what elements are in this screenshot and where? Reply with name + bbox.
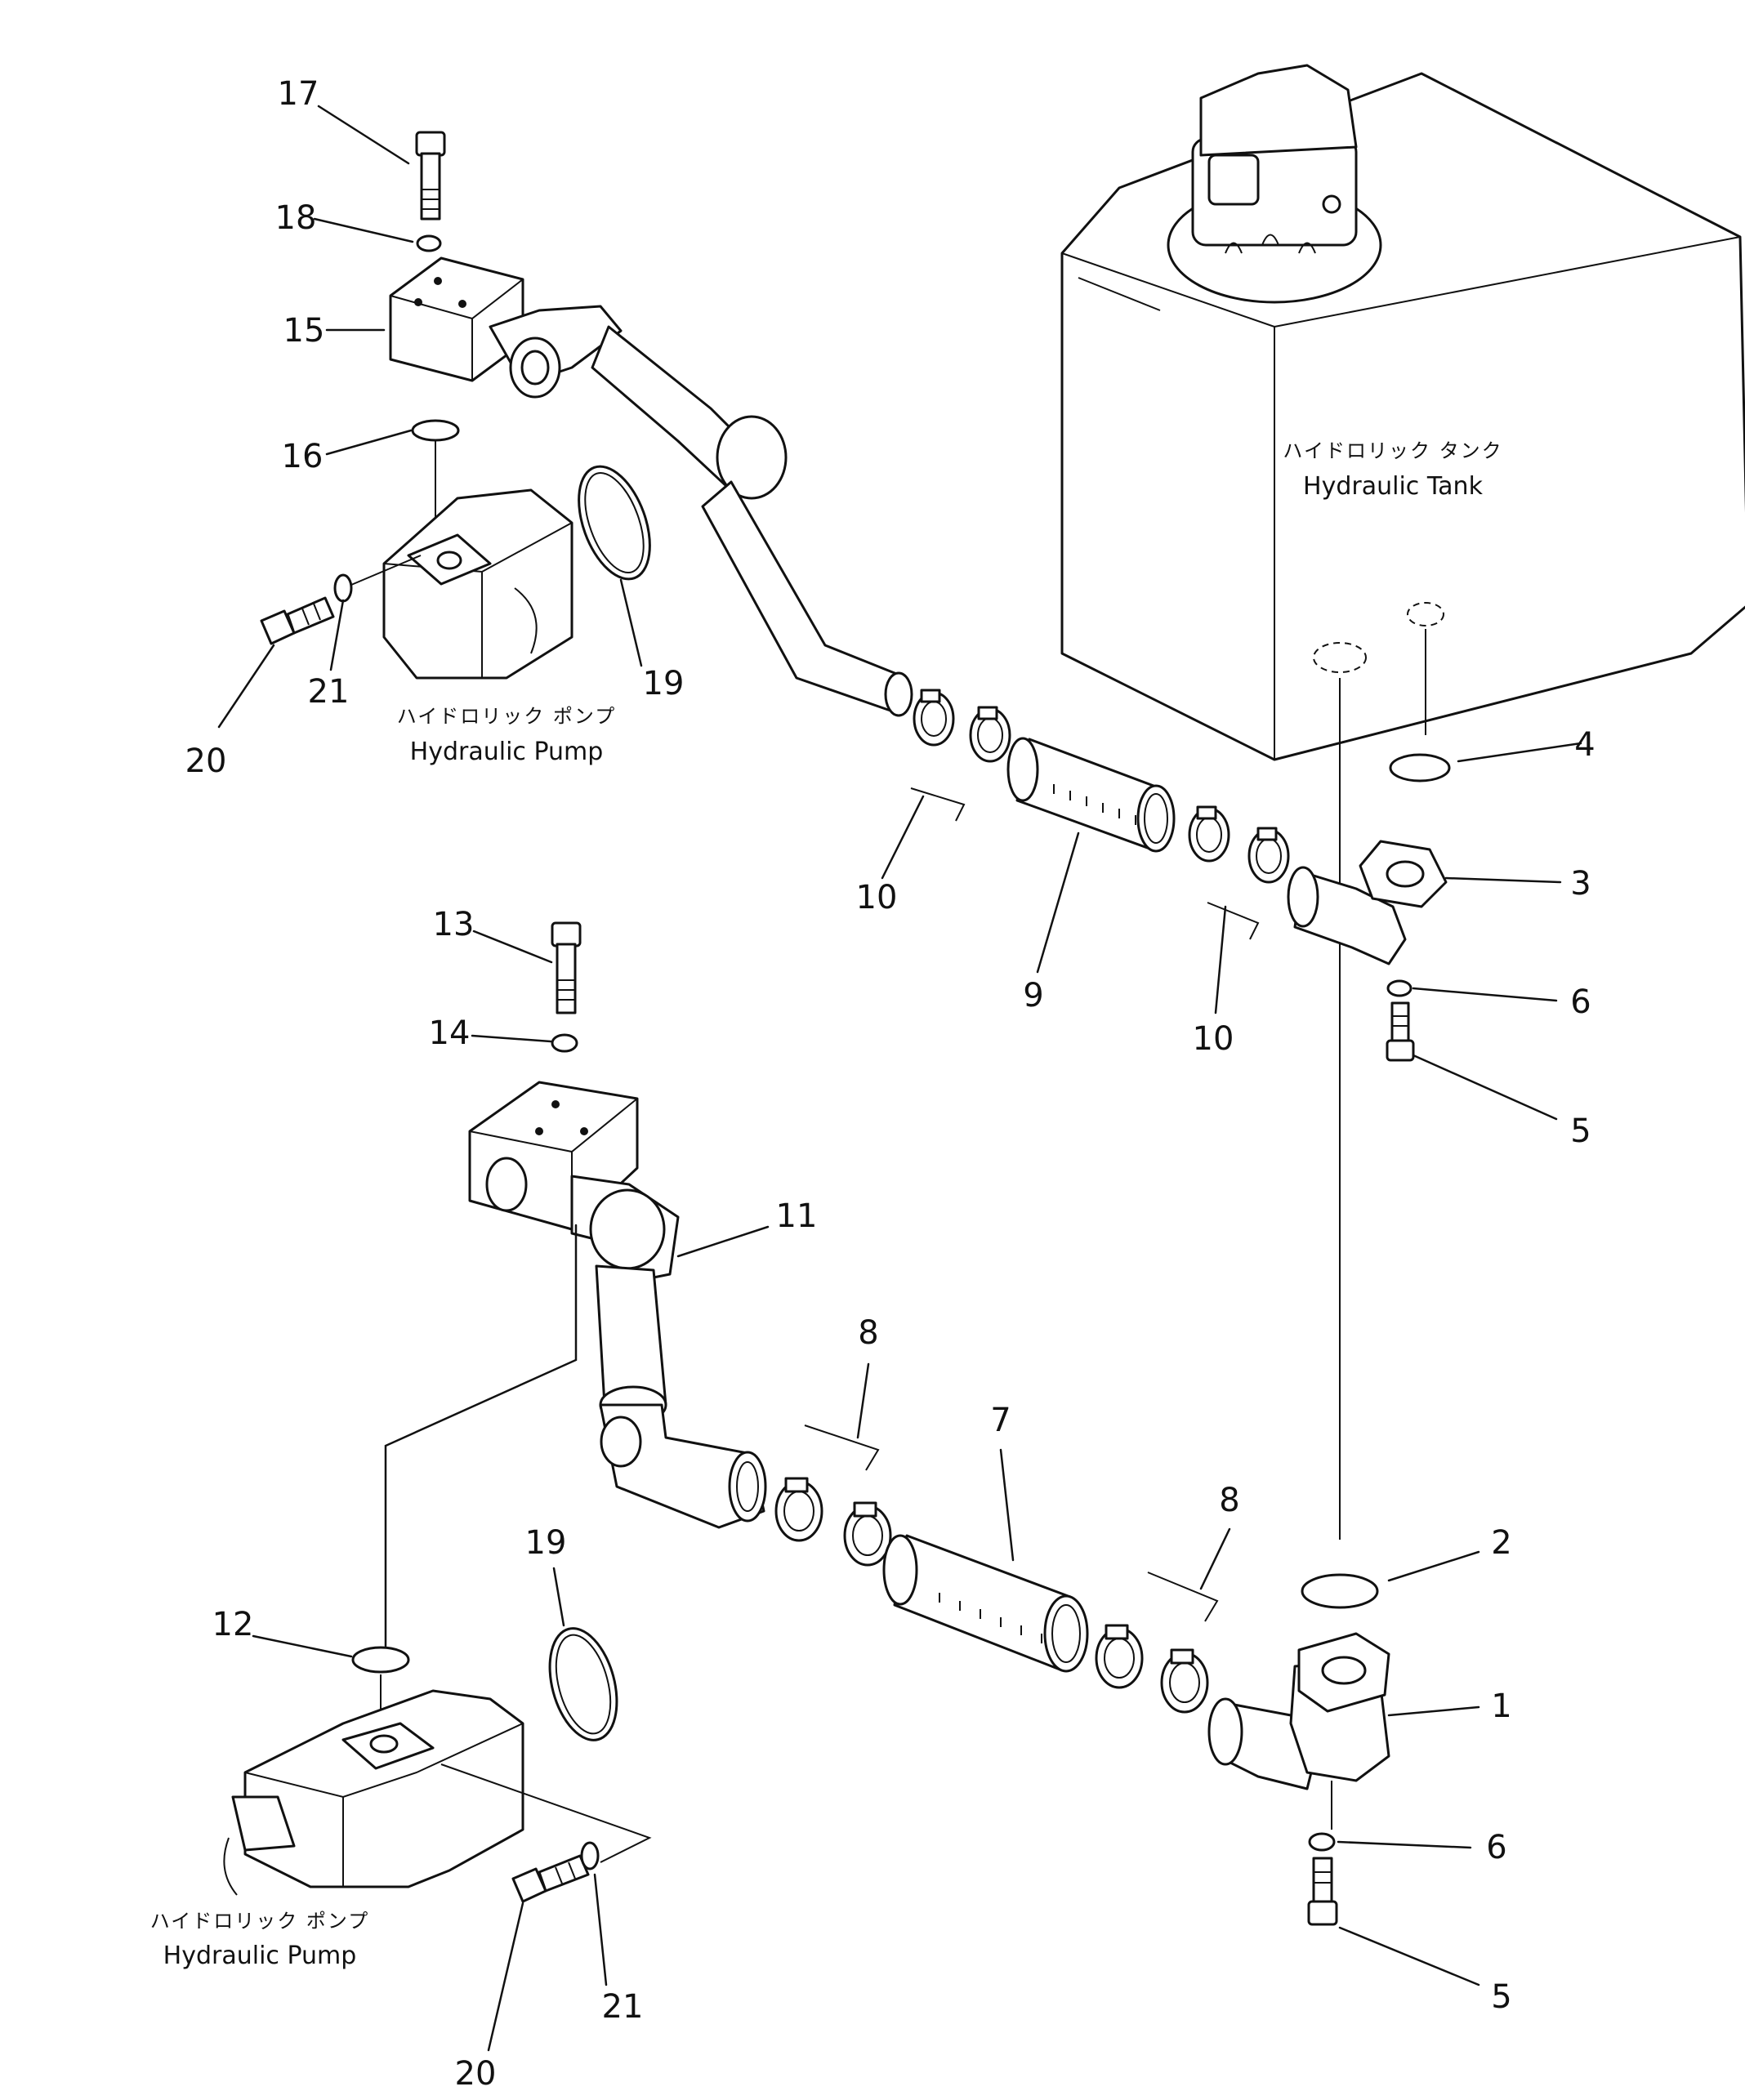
callout-20-lower: 20 [455,2055,497,2093]
leader-pump-lower-bracket [440,1763,652,1863]
callout-8-left: 8 [858,1314,878,1352]
block-pipe-11 [468,1081,767,1529]
tank-port-outline-left [1313,642,1367,673]
washer-18 [416,234,442,252]
callout-20-upper: 20 [185,742,227,780]
callout-18: 18 [275,199,317,237]
washer-6-lower [1308,1832,1336,1852]
hose-clamps-10-right [1188,805,1290,884]
tank-port-outline-right [1407,602,1444,626]
callout-leaders [217,105,1582,2052]
o-ring-2 [1301,1573,1379,1609]
callout-numbers: 17 18 15 16 19 21 20 4 10 3 9 6 10 5 13 … [185,75,1595,2093]
elbow-1 [1207,1632,1390,1790]
bolt-17 [415,131,446,221]
bolt-20-upper [260,596,335,645]
callout-8-right: 8 [1219,1482,1239,1519]
hydraulic-pump-upper: ハイドロリック ポンプ Hydraulic Pump [382,488,616,766]
bolt-13 [551,921,582,1014]
callout-16: 16 [282,438,324,475]
tank-caption-en: Hydraulic Tank [1303,472,1484,501]
callout-6-lower: 6 [1486,1829,1506,1866]
o-ring-16 [411,419,460,442]
callout-17: 17 [278,75,319,113]
callout-5-upper: 5 [1570,1112,1591,1150]
callout-9: 9 [1023,977,1043,1014]
callout-6-upper: 6 [1570,983,1591,1021]
callout-21-lower: 21 [602,1988,644,2026]
pipe-upper [489,305,913,717]
hydraulic-tank: ハイドロリック タンク Hydraulic Tank [1060,64,1745,761]
callout-2: 2 [1491,1524,1511,1562]
bolt-5-upper [1386,1001,1415,1062]
callout-5-lower: 5 [1491,1978,1511,2016]
washer-14 [551,1033,578,1053]
callout-10-right: 10 [1193,1020,1234,1058]
tank-caption-jp: ハイドロリック タンク [1283,439,1502,462]
block-15 [389,256,524,382]
hose-clamps-10-left [913,689,1011,763]
washer-21-lower [580,1841,600,1870]
tank-filter-housing [1167,64,1382,304]
callout-19-lower: 19 [525,1524,567,1562]
callout-11: 11 [776,1197,818,1235]
callout-4: 4 [1574,726,1595,764]
hose-clamps-8-left [774,1477,892,1567]
hose-7 [882,1534,1089,1673]
o-ring-12 [351,1646,410,1674]
callout-12: 12 [212,1606,254,1643]
o-ring-4 [1389,753,1451,782]
leader-block11-to-pump [384,1224,578,1647]
callout-13: 13 [433,906,475,943]
pump-lower-caption-jp: ハイドロリック ポンプ [150,1910,369,1933]
callout-19-upper: 19 [643,665,685,702]
hose-9 [1006,737,1176,853]
bolt-20-lower [511,1854,590,1903]
callout-21-upper: 21 [308,673,350,711]
washer-6-upper [1386,979,1413,997]
o-ring-19-lower [548,1627,618,1741]
elbow-3 [1287,840,1448,965]
callout-10-left: 10 [856,879,898,916]
callout-14: 14 [429,1014,471,1052]
callout-15: 15 [283,312,325,350]
o-ring-19-upper [578,465,651,581]
washer-21-upper [333,573,353,603]
hose-clamps-8-right [1095,1624,1209,1714]
pump-upper-caption-en: Hydraulic Pump [410,738,604,766]
callout-3: 3 [1570,865,1591,903]
callout-1: 1 [1491,1688,1511,1725]
pump-upper-caption-jp: ハイドロリック ポンプ [397,705,616,728]
callout-7: 7 [990,1402,1011,1439]
hydraulic-pump-lower: ハイドロリック ポンプ Hydraulic Pump [150,1689,524,1970]
bolt-5-lower [1307,1857,1338,1926]
pump-lower-caption-en: Hydraulic Pump [163,1942,357,1970]
